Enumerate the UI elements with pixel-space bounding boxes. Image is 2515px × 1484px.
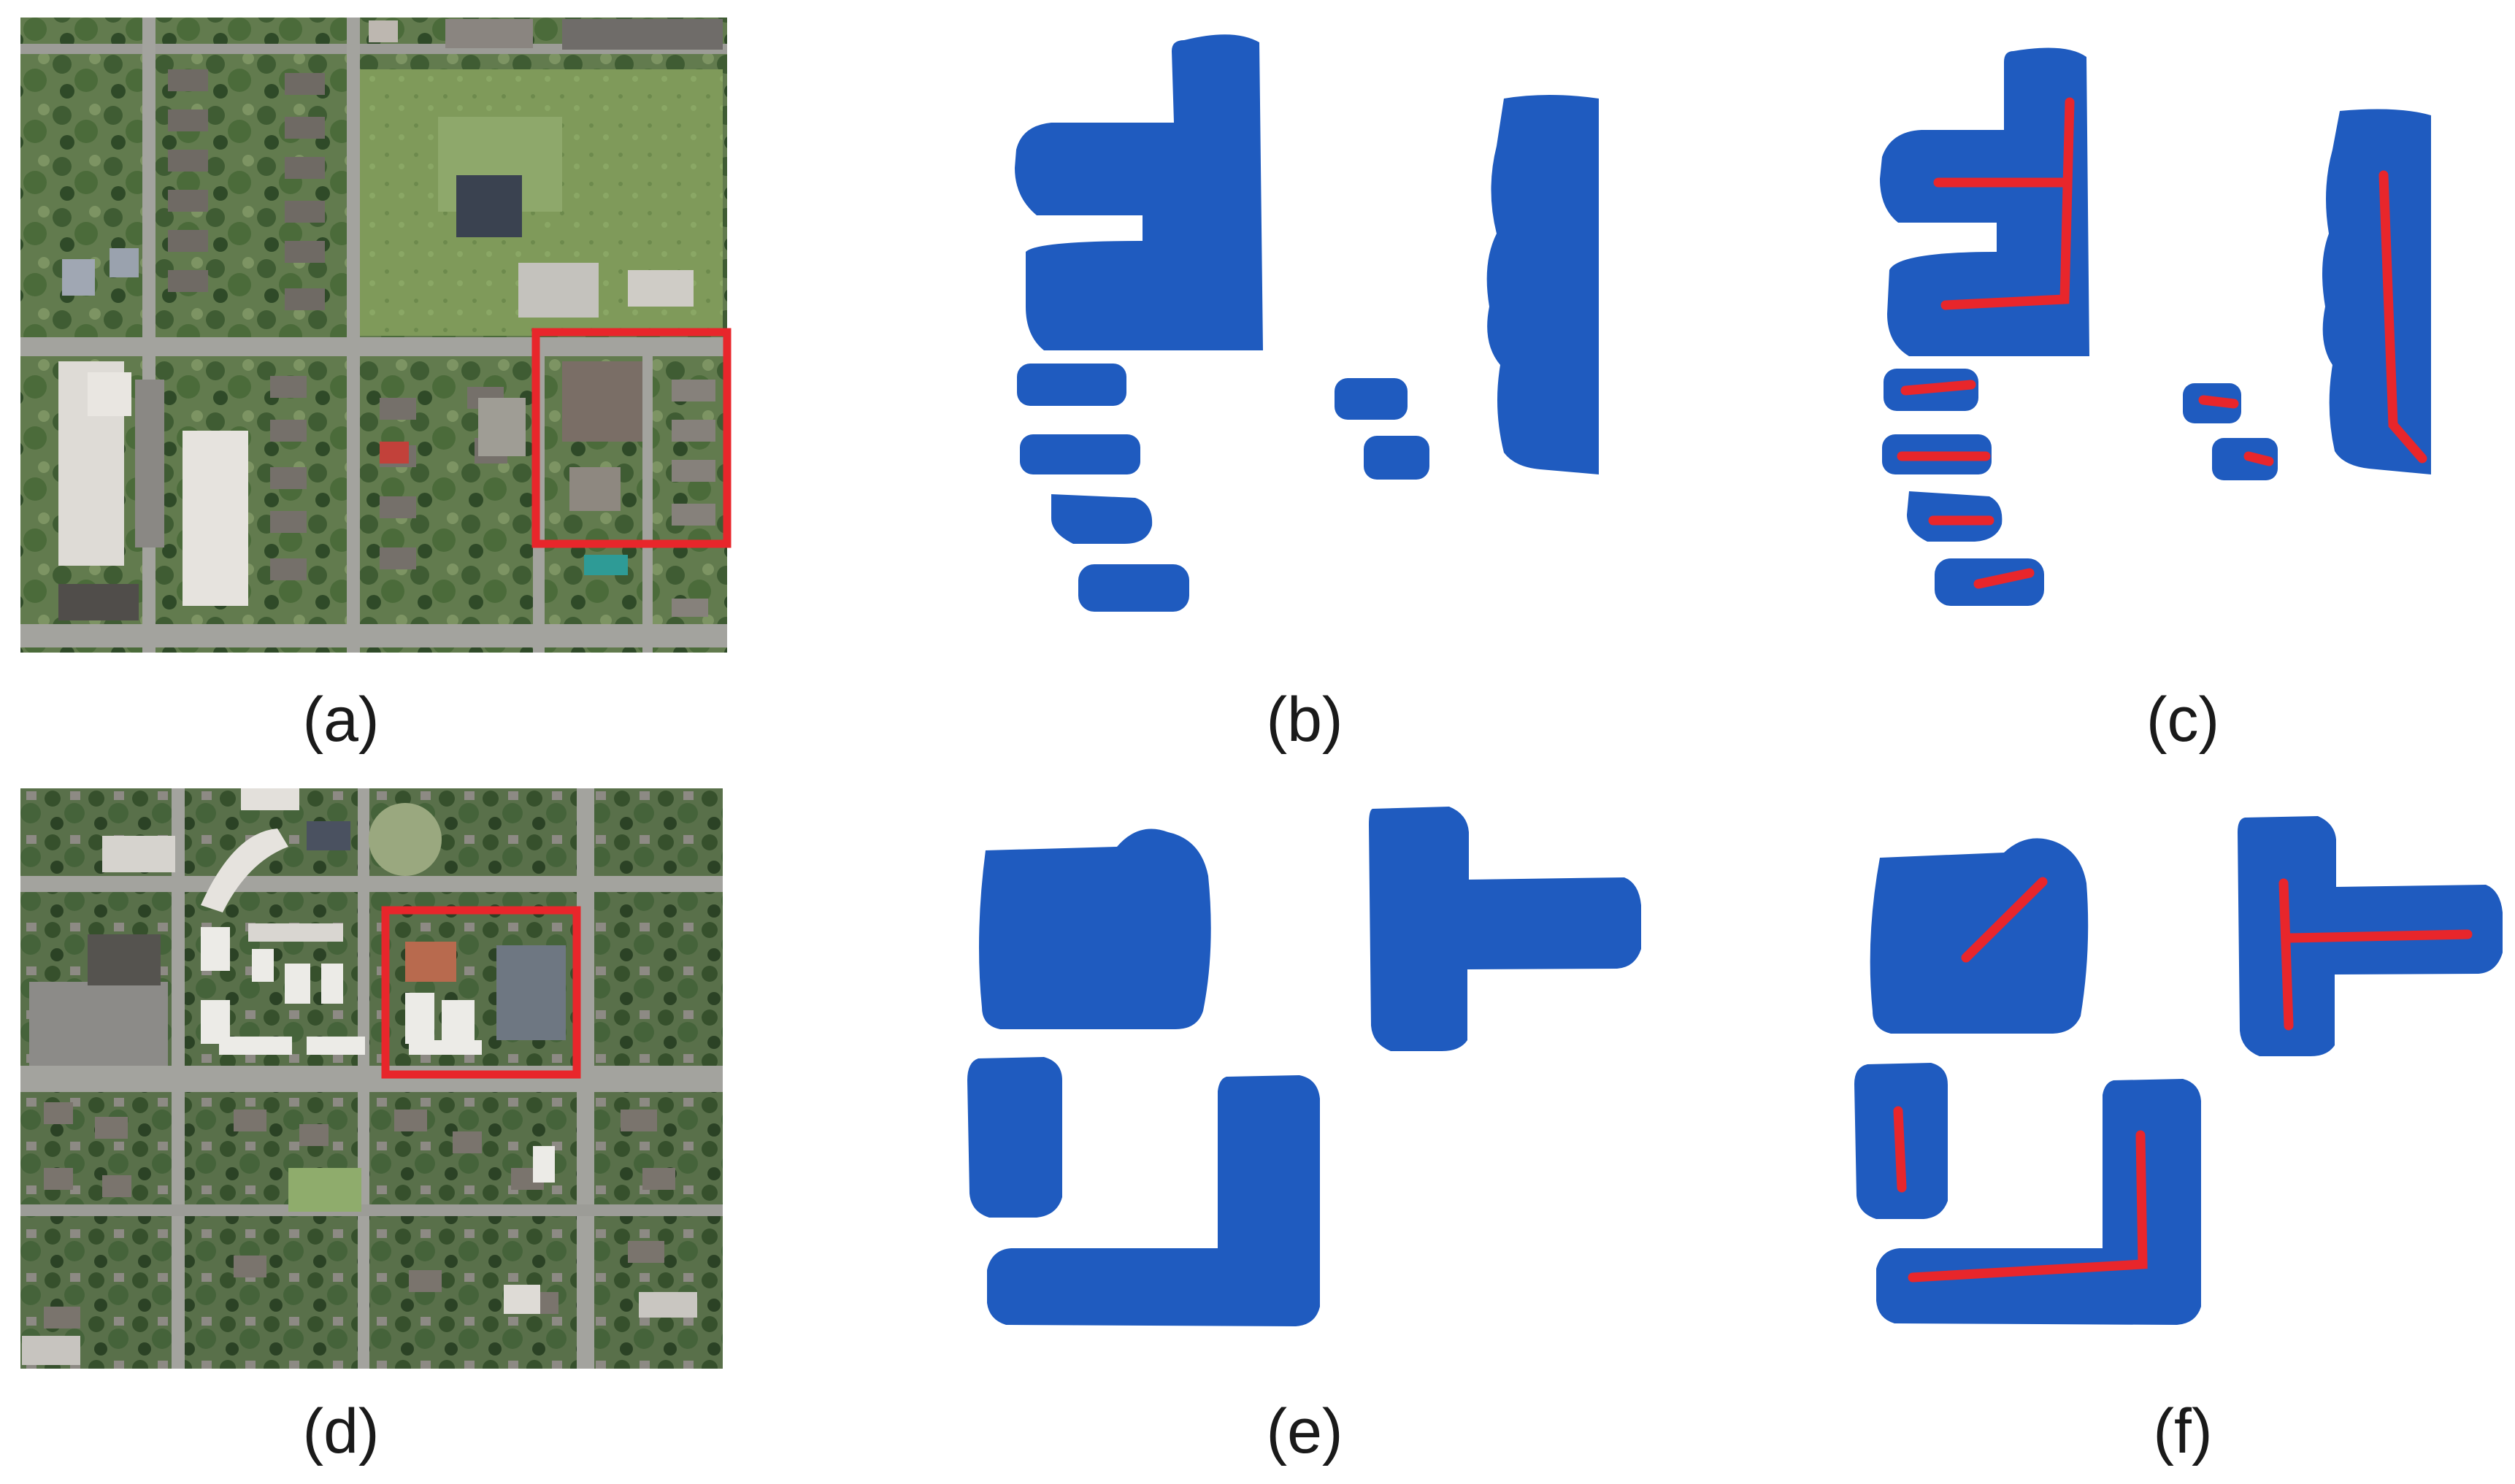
caption-e: (e)	[1266, 1396, 1343, 1466]
panel-d-aerial-image	[20, 788, 723, 1369]
caption-c: (c)	[2146, 685, 2219, 755]
panel-a-highlight-box	[531, 328, 732, 548]
panel-c-mask	[1880, 47, 2431, 606]
panel-e-mask	[967, 807, 1641, 1326]
mask-shape-small-5	[1335, 378, 1408, 420]
panel-f-skeleton	[1893, 877, 2473, 1283]
mask-shape-small-1	[1017, 364, 1126, 406]
mask-shape-tall-block	[1486, 95, 1599, 474]
caption-f: (f)	[2153, 1396, 2212, 1466]
mask-shape-t	[1369, 807, 1641, 1051]
mask-shape-small-6	[1364, 436, 1429, 480]
mask-shape-small-4	[1078, 564, 1189, 612]
panel-c-skeleton	[1897, 97, 2427, 589]
mask-shape-tall-left	[967, 1057, 1062, 1218]
panel-b-mask	[1015, 34, 1599, 612]
panel-f-mask	[1854, 816, 2503, 1325]
mask-shape-l	[987, 1075, 1320, 1326]
caption-d: (d)	[302, 1396, 379, 1466]
caption-a: (a)	[302, 685, 379, 755]
mask-shape-square	[979, 828, 1211, 1029]
mask-shape-small-2	[1020, 434, 1140, 474]
caption-b: (b)	[1266, 685, 1343, 755]
panel-d-highlight-box	[381, 906, 581, 1079]
panel-a-aerial-image	[20, 18, 732, 653]
mask-shape-small-3	[1051, 494, 1153, 544]
mask-shape-t-block	[1015, 34, 1263, 351]
